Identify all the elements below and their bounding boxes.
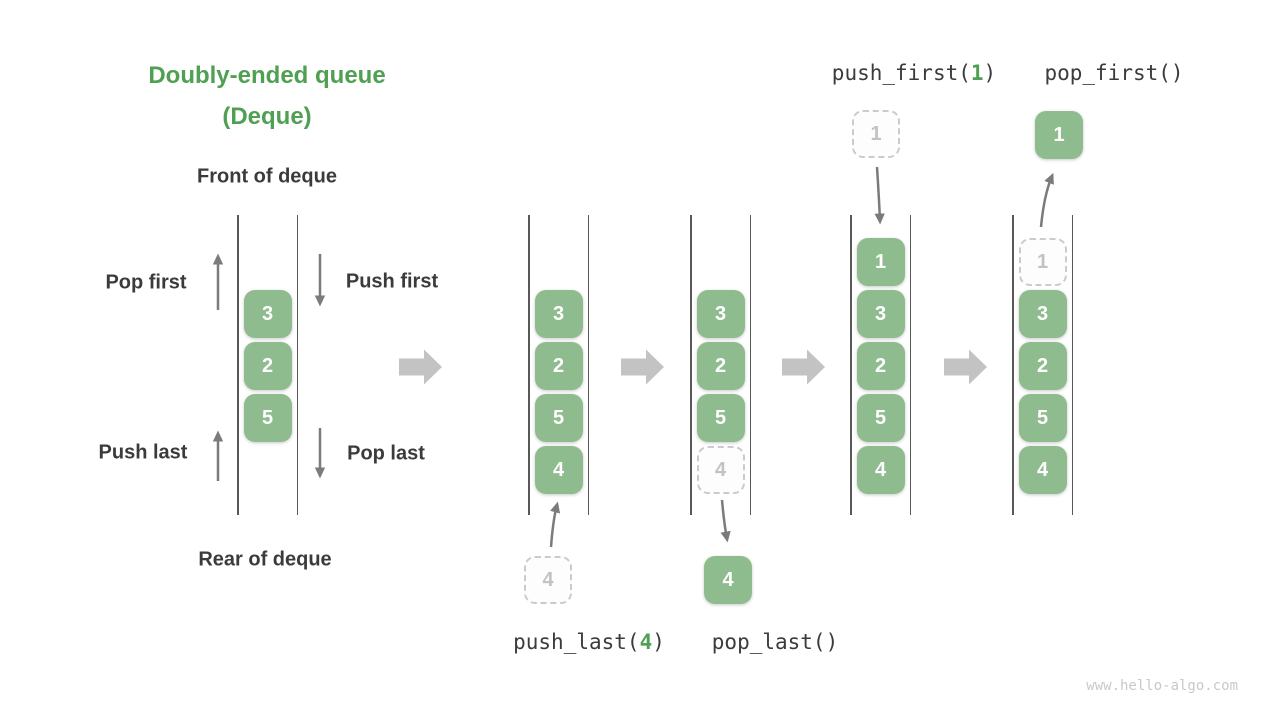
- queue-cell: 5: [856, 394, 905, 442]
- anatomy-queue: 3 2 5: [237, 215, 298, 515]
- pop-first-label: Pop first: [105, 271, 187, 294]
- diagram-title: Doubly-ended queue (Deque): [148, 55, 385, 137]
- queue-wall-right: [909, 215, 911, 515]
- popped-value-box: 1: [1035, 111, 1083, 159]
- queue-wall-right: [749, 215, 751, 515]
- removed-ghost-box: 4: [696, 446, 745, 494]
- code-suffix: ): [983, 61, 997, 85]
- pop-last-label: Pop last: [347, 442, 425, 465]
- queue-cell: 1: [856, 238, 905, 286]
- queue-cell: 5: [696, 394, 745, 442]
- incoming-ghost-box: 4: [524, 556, 572, 604]
- queue-cell: 5: [534, 394, 583, 442]
- queue-cell: 2: [1018, 342, 1067, 390]
- rear-of-deque-label: Rear of deque: [198, 548, 332, 571]
- code-prefix: push_last(: [513, 630, 640, 654]
- queue-cell: 3: [856, 290, 905, 338]
- incoming-ghost-box: 1: [852, 110, 900, 158]
- queue-cell: 3: [696, 290, 745, 338]
- push-last-label: Push last: [98, 441, 188, 464]
- queue-cell: 4: [534, 446, 583, 494]
- removed-ghost-box: 1: [1018, 238, 1067, 286]
- queue-cell: 2: [696, 342, 745, 390]
- queue-cell: 5: [243, 394, 292, 442]
- queue-state-a: 3 2 5 4: [528, 215, 589, 515]
- queue-wall-left: [237, 215, 239, 515]
- queue-cell: 3: [1018, 290, 1067, 338]
- queue-cell: 5: [1018, 394, 1067, 442]
- queue-wall-right: [587, 215, 589, 515]
- queue-state-c: 1 3 2 5 4: [850, 215, 911, 515]
- queue-state-d: 1 3 2 5 4: [1012, 215, 1073, 515]
- queue-cell: 2: [243, 342, 292, 390]
- push-last-call-label: push_last(4): [513, 630, 665, 654]
- code-arg: 4: [639, 630, 653, 654]
- step-arrow-icon: [621, 349, 664, 385]
- step-arrow-icon: [944, 349, 987, 385]
- queue-cell: 4: [1018, 446, 1067, 494]
- code-prefix: push_first(: [831, 61, 971, 85]
- queue-wall-left: [690, 215, 692, 515]
- queue-wall-right: [296, 215, 298, 515]
- push-first-insert-arrow-icon: [874, 166, 885, 225]
- queue-wall-left: [528, 215, 530, 515]
- code-suffix: ): [652, 630, 665, 654]
- pop-first-call-label: pop_first(): [1044, 61, 1184, 85]
- pop-last-call-label: pop_last(): [711, 630, 839, 654]
- diagram-title-line2: (Deque): [222, 103, 312, 130]
- queue-cell: 3: [243, 290, 292, 338]
- diagram-title-line1: Doubly-ended queue: [148, 62, 386, 89]
- queue-cell: 2: [534, 342, 583, 390]
- step-arrow-icon: [399, 349, 442, 385]
- watermark: www.hello-algo.com: [1086, 678, 1238, 694]
- step-arrow-icon: [782, 349, 825, 385]
- queue-wall-left: [850, 215, 852, 515]
- queue-cell: 3: [534, 290, 583, 338]
- queue-cell: 4: [856, 446, 905, 494]
- popped-value-box: 4: [704, 556, 752, 604]
- queue-state-b: 3 2 5 4: [690, 215, 751, 515]
- code-arg: 1: [970, 61, 984, 85]
- queue-wall-left: [1012, 215, 1014, 515]
- push-first-call-label: push_first(1): [832, 61, 996, 85]
- queue-cell: 2: [856, 342, 905, 390]
- queue-wall-right: [1071, 215, 1073, 515]
- front-of-deque-label: Front of deque: [197, 165, 337, 188]
- push-first-label: Push first: [345, 270, 439, 293]
